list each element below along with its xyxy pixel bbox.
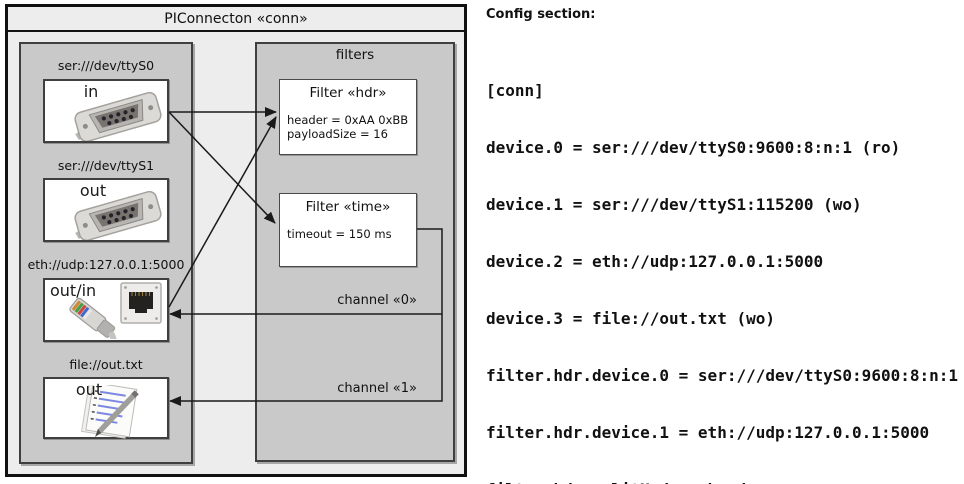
filter-time-title: Filter «time» xyxy=(305,199,391,215)
config-text-block: [conn] device.0 = ser:///dev/ttyS0:9600:… xyxy=(486,43,964,484)
serial-connector-icon xyxy=(74,91,162,141)
diagram-title: PIConnecton «conn» xyxy=(8,7,464,32)
notepad-pen-icon xyxy=(81,385,139,439)
device-label-ser0: ser:///dev/ttyS0 xyxy=(57,58,155,73)
config-line: device.2 = eth://udp:127.0.0.1:5000 xyxy=(486,252,824,271)
filter-box-hdr: Filter «hdr» header = 0xAA 0xBB payloadS… xyxy=(279,79,417,155)
config-line: filter.hdr.splitMode = header xyxy=(486,480,964,484)
channel-0-label: channel «0» xyxy=(337,293,417,308)
device-box-ser0: in xyxy=(43,79,169,143)
device-direction: out xyxy=(75,380,103,399)
filter-time-attr-timeout: timeout = 150 ms xyxy=(287,227,392,241)
channel-1-label: channel «1» xyxy=(337,381,417,396)
device-box-ser1: out xyxy=(43,178,169,242)
config-line: [conn] xyxy=(486,81,544,100)
config-line: device.1 = ser:///dev/ttyS1:115200 (wo) xyxy=(486,195,862,214)
device-label-eth: eth://udp:127.0.0.1:5000 xyxy=(27,257,185,272)
config-line: device.0 = ser:///dev/ttyS0:9600:8:n:1 (… xyxy=(486,138,901,157)
filter-hdr-attr-header: header = 0xAA 0xBB xyxy=(287,113,409,127)
serial-connector-icon xyxy=(74,190,162,240)
device-label-file: file://out.txt xyxy=(69,357,143,372)
device-label-ser1: ser:///dev/ttyS1 xyxy=(57,158,155,173)
ethernet-connector-icon xyxy=(69,282,162,339)
device-direction: out/in xyxy=(50,281,97,300)
device-direction: out xyxy=(79,181,107,200)
config-line: device.3 = file://out.txt (wo) xyxy=(486,309,775,328)
filter-hdr-attr-payloadsize: payloadSize = 16 xyxy=(287,127,388,141)
filter-hdr-title: Filter «hdr» xyxy=(309,85,387,101)
config-section-heading: Config section: xyxy=(486,7,596,22)
filter-box-time: Filter «time» timeout = 150 ms xyxy=(279,193,417,267)
device-direction: in xyxy=(83,82,99,101)
config-line: filter.hdr.device.0 = ser:///dev/ttyS0:9… xyxy=(486,366,959,385)
device-box-eth: out/in xyxy=(43,278,169,342)
config-line: filter.hdr.device.1 = eth://udp:127.0.0.… xyxy=(486,423,930,442)
device-box-file: out xyxy=(43,377,169,439)
filters-panel-title: filters xyxy=(335,47,375,63)
